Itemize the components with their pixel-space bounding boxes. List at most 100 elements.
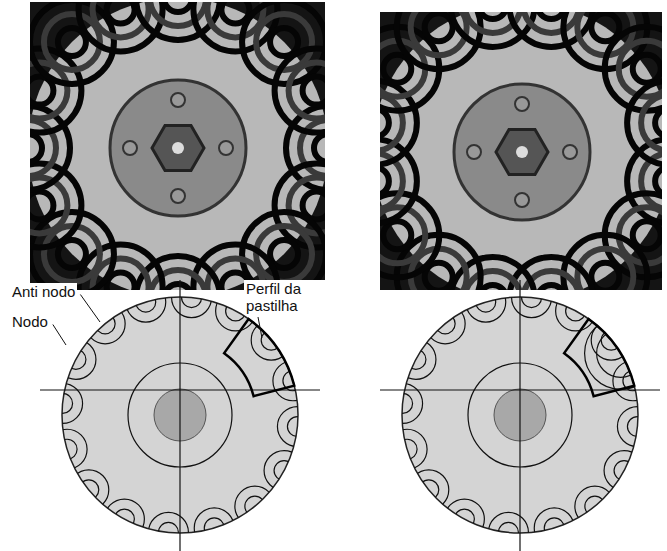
callout-label: Anti nodo xyxy=(10,283,77,300)
fringe xyxy=(30,191,53,219)
nodal-loop xyxy=(226,301,246,321)
nodal-loop xyxy=(287,417,307,437)
fringe xyxy=(537,12,565,19)
bolt xyxy=(563,145,577,159)
nodal-loop xyxy=(476,292,496,312)
callout-label: Nodo xyxy=(10,313,50,330)
nodal-loop xyxy=(627,417,647,437)
fringe xyxy=(479,12,507,19)
nodal-loop xyxy=(56,339,96,379)
nodal-loop xyxy=(172,278,212,318)
nodal-loop xyxy=(409,470,449,510)
nodal-loop xyxy=(614,461,634,481)
nodal-loop xyxy=(419,480,439,500)
nodal-loop xyxy=(498,522,518,542)
fringe xyxy=(633,55,661,83)
callout-label: Perfil da pastilha xyxy=(244,280,334,314)
fringe xyxy=(380,167,389,195)
nodal-loop xyxy=(136,292,156,312)
fringe xyxy=(164,284,192,290)
bolt xyxy=(171,189,185,203)
fringe xyxy=(591,263,619,290)
photo xyxy=(30,2,325,290)
fringe xyxy=(537,285,565,290)
fringe xyxy=(451,12,535,47)
nodal-loop xyxy=(264,451,304,491)
fringe xyxy=(655,109,662,137)
nodal-loop xyxy=(69,470,109,510)
nodal-loop xyxy=(544,518,564,538)
leader-line xyxy=(53,325,66,346)
nodal-loop xyxy=(534,508,574,548)
nodal-loop xyxy=(466,282,506,322)
hub xyxy=(110,80,246,216)
bolt xyxy=(467,145,481,159)
fringe xyxy=(380,95,403,151)
fringe xyxy=(58,240,86,268)
fringe xyxy=(314,134,325,162)
nodal-loop xyxy=(512,278,552,318)
center-hole xyxy=(172,142,184,154)
fringe xyxy=(509,257,593,290)
nodal-loop xyxy=(47,429,87,469)
fringe xyxy=(58,28,86,56)
nodal-loop xyxy=(425,304,465,344)
hex-nut xyxy=(496,129,548,174)
fringe xyxy=(107,2,135,23)
fringe xyxy=(383,221,411,249)
nodal-loop xyxy=(79,480,99,500)
fringe xyxy=(275,49,325,133)
fringe xyxy=(523,12,579,33)
fringe xyxy=(303,77,325,105)
fringe xyxy=(380,139,417,223)
hex-nut xyxy=(152,125,204,170)
nodal-loop xyxy=(488,512,528,551)
nodal-loop xyxy=(126,282,166,322)
leader-line xyxy=(80,295,100,323)
nodal-loop xyxy=(444,499,484,539)
nodal-loop xyxy=(95,314,115,334)
nodal-lines xyxy=(43,278,318,551)
nodal-loop xyxy=(406,349,426,369)
fringe xyxy=(465,271,521,290)
fringe xyxy=(79,245,163,290)
pad-profile xyxy=(564,319,634,396)
nodal-loop xyxy=(617,407,657,447)
nodal-loop xyxy=(566,301,586,321)
fringe xyxy=(641,95,662,151)
nodal-loop xyxy=(274,461,294,481)
nodal-loop xyxy=(522,288,542,308)
fringe xyxy=(380,109,389,137)
nodal-loop xyxy=(397,439,417,459)
bolt xyxy=(123,141,137,155)
leader-line xyxy=(258,317,262,338)
fringe xyxy=(289,63,325,119)
fringe xyxy=(655,167,662,195)
nodal-lines xyxy=(383,278,658,551)
fringe xyxy=(30,2,114,84)
nodal-loop xyxy=(204,518,224,538)
nodal-loop xyxy=(575,486,615,526)
nodal-loop xyxy=(585,496,605,516)
fringe xyxy=(425,13,453,41)
nodal-loop xyxy=(158,522,178,542)
axis-line xyxy=(519,280,520,551)
nodal-loop xyxy=(194,508,234,548)
bolt xyxy=(219,141,233,155)
bolt xyxy=(515,193,529,207)
center-hole xyxy=(516,146,528,158)
photo xyxy=(380,12,662,290)
nodal-loop xyxy=(556,291,596,331)
fringe xyxy=(577,249,633,290)
fringe xyxy=(30,134,42,162)
nodal-loop xyxy=(182,288,202,308)
fringe xyxy=(270,240,298,268)
nodal-loop xyxy=(245,496,265,516)
nodal-loop xyxy=(393,393,413,413)
nodal-loop xyxy=(66,349,86,369)
fringe xyxy=(242,2,325,84)
nodal-loop xyxy=(387,429,427,469)
fringe xyxy=(627,81,662,165)
